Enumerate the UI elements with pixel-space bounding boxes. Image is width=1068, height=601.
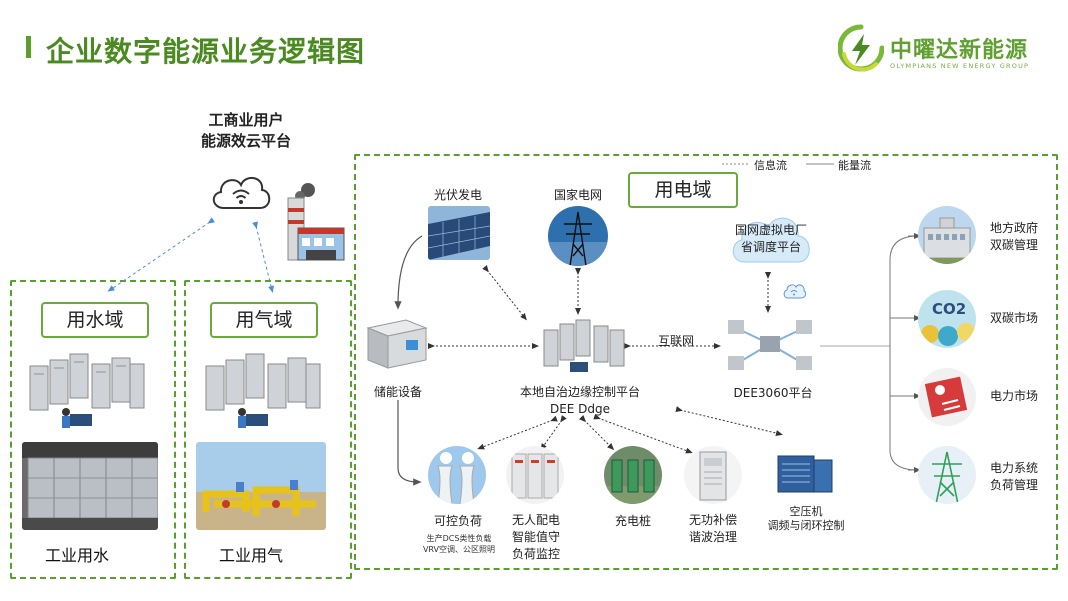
- power-domain-box: [354, 154, 1058, 570]
- water-domain-box: [10, 280, 176, 579]
- vpp-label-line2: 省调度平台: [740, 240, 801, 254]
- storage-label: 储能设备: [373, 385, 422, 399]
- grid-label: 国家电网: [553, 188, 602, 202]
- gas-domain-label: 用气域: [210, 302, 318, 338]
- factory-icon: [287, 183, 345, 261]
- charging-label: 充电桩: [614, 514, 651, 528]
- distribution-label-line2: 智能值守: [511, 530, 560, 544]
- legend-energy-flow: 能量流: [838, 159, 871, 172]
- compressor-label: 空压机 调频与闭环控制: [758, 505, 854, 533]
- gas-domain-caption: 工业用气: [219, 546, 284, 565]
- government-label-line2: 双碳管理: [990, 238, 1039, 252]
- cloud-wifi-icon: [212, 177, 271, 209]
- power-system-label-line2: 负荷管理: [990, 478, 1039, 492]
- reactive-label-line2: 谐波治理: [688, 530, 737, 544]
- load-note-line1: 生产DCS类性负载: [426, 534, 492, 543]
- dee3060-network-icon: [728, 320, 812, 370]
- power-market-label: 电力市场: [990, 389, 1039, 403]
- cloud-platform-title-line2: 能源效云平台: [200, 132, 291, 150]
- government-label: 地方政府 双碳管理: [990, 220, 1038, 254]
- distribution-label-line3: 负荷监控: [511, 547, 560, 561]
- water-domain-label: 用水域: [41, 302, 149, 338]
- legend-info-flow: 信息流: [754, 159, 787, 172]
- load-label: 可控负荷: [433, 514, 482, 528]
- water-servers-icon: [29, 353, 145, 428]
- government-label-line1: 地方政府: [990, 221, 1039, 235]
- title-accent-bar: [26, 36, 31, 58]
- cloud-platform-title-line1: 工商业用户: [208, 111, 284, 129]
- compressor-label-line2: 调频与闭环控制: [767, 519, 845, 532]
- water-tank-photo-icon: [22, 442, 158, 530]
- company-logo-text: 中曜达新能源: [890, 38, 1029, 63]
- vpp-cloud-icon: [732, 217, 810, 263]
- distribution-cabinet-icon: [506, 446, 564, 504]
- water-domain-caption: 工业用水: [45, 546, 110, 565]
- company-logo-icon: [838, 24, 884, 72]
- power-tower-icon: [548, 206, 608, 266]
- government-building-icon: [918, 206, 976, 264]
- edge-platform-label-line1: 本地自治边缘控制平台: [519, 385, 640, 399]
- air-compressor-icon: [777, 455, 833, 493]
- power-market-icon: [918, 368, 976, 426]
- edge-platform-label-line2: DEE Ddge: [549, 402, 611, 416]
- distribution-label: 无人配电 智能值守 负荷监控: [496, 512, 576, 563]
- internet-label: 互联网: [658, 334, 695, 348]
- edge-platform-label: 本地自治边缘控制平台 DEE Ddge: [510, 384, 650, 418]
- page-title: 企业数字能源业务逻辑图: [46, 35, 366, 68]
- pv-label: 光伏发电: [433, 188, 482, 202]
- company-logo-subtitle: OLYMPIANS NEW ENERGY GROUP: [890, 62, 1030, 70]
- power-domain-label: 用电域: [628, 172, 738, 208]
- charging-pile-icon: [604, 446, 662, 504]
- edge-controller-servers-icon: [543, 319, 625, 372]
- power-system-label-line1: 电力系统: [990, 461, 1039, 475]
- co2-carbon-market-icon: CO2: [918, 290, 976, 348]
- solar-panel-icon: [428, 206, 490, 260]
- vpp-label-line1: 国网虚拟电厂: [734, 223, 807, 237]
- carbon-market-label: 双碳市场: [990, 311, 1039, 325]
- distribution-label-line1: 无人配电: [511, 513, 560, 527]
- vpp-label: 国网虚拟电厂 省调度平台: [728, 222, 814, 256]
- compressor-label-line1: 空压机: [789, 505, 823, 518]
- energy-storage-icon: [366, 319, 428, 369]
- co2-icon-text: CO2: [932, 300, 966, 318]
- load-note: 生产DCS类性负载 VRV空调、公区照明: [414, 533, 504, 555]
- wifi-cloud-icon: [783, 284, 806, 299]
- gas-servers-icon: [205, 353, 321, 428]
- power-system-tower-icon: [918, 446, 976, 504]
- load-note-line2: VRV空调、公区照明: [422, 545, 496, 554]
- controllable-load-icon: [428, 446, 486, 504]
- reactive-compensation-icon: [684, 446, 742, 504]
- reactive-label-line1: 无功补偿: [688, 513, 737, 527]
- gas-pipeline-photo-icon: [196, 442, 326, 530]
- reactive-label: 无功补偿 谐波治理: [676, 512, 750, 546]
- power-system-label: 电力系统 负荷管理: [990, 460, 1038, 494]
- dee3060-label: DEE3060平台: [733, 386, 813, 400]
- cloud-platform-title: 工商业用户 能源效云平台: [188, 110, 304, 152]
